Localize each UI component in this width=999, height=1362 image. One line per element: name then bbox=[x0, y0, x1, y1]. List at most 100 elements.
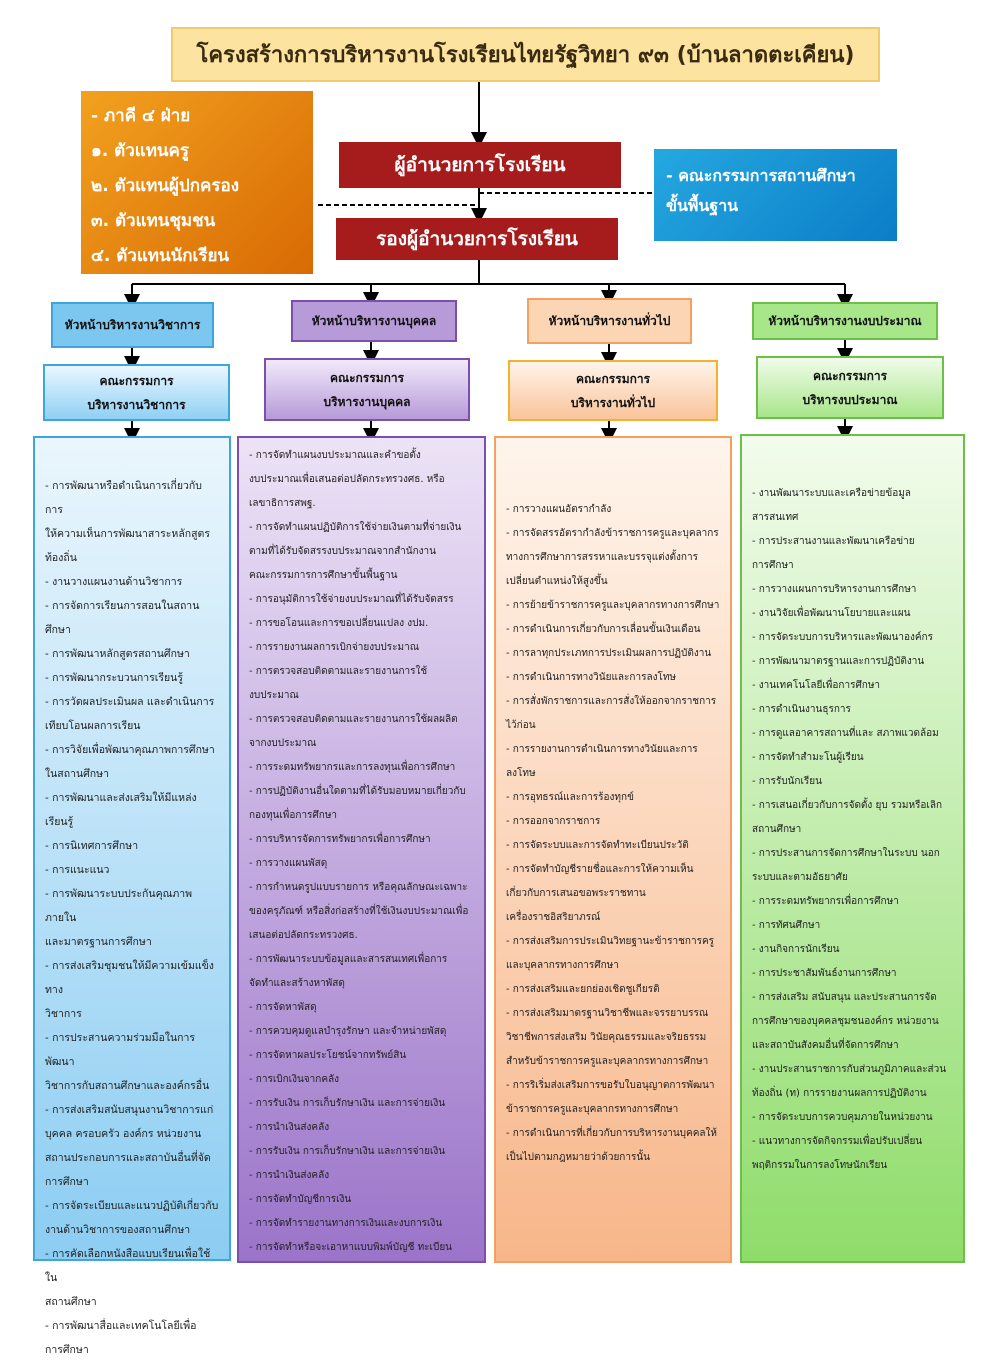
duty-item: - การจัดระบบการบริหารและพัฒนาองค์กร bbox=[752, 632, 933, 643]
duty-item: กองทุนเพื่อการศึกษา bbox=[249, 810, 338, 821]
duty-item: เสนอต่อปลัดกระทรวงศธ. bbox=[249, 930, 358, 941]
duty-item: งบประมาณเพื่อเสนอต่อปลัดกระทรวงศธ. หรือ bbox=[249, 474, 445, 485]
duty-item: - การวัดผลประเมินผล และดำเนินการ bbox=[45, 696, 215, 708]
duty-item: - การพัฒนาและส่งเสริมให้มีแหล่งเรียนรู้ bbox=[45, 792, 197, 828]
duty-item: - การพัฒนากระบวนการเรียนรู้ bbox=[45, 672, 183, 684]
duty-item: ข้าราชการครูและบุคลากรทางการศึกษา bbox=[506, 1104, 679, 1115]
duty-item: - การพัฒนาหลักสูตรสถานศึกษา bbox=[45, 648, 190, 660]
duty-item: ทางการศึกษาการสรรหาและบรรจุแต่งตั้งการ bbox=[506, 552, 698, 563]
duty-item: ให้ความเห็นการพัฒนาสาระหลักสูตร bbox=[45, 528, 211, 540]
duty-item: งานด้านวิชาการของสถานศึกษา bbox=[45, 1224, 191, 1236]
duty-item: ท้องถิ่น bbox=[45, 552, 77, 564]
duty-item: - การบริหารจัดการทรัพยากรเพื่อการศึกษา bbox=[249, 834, 431, 845]
duty-item: - การจัดหาผลประโยชน์จากทรัพย์สิน bbox=[249, 1050, 407, 1061]
duty-item: เปลี่ยนตำแหน่งให้สูงขึ้น bbox=[506, 576, 608, 587]
duty-item: สถานศึกษา bbox=[752, 824, 802, 835]
duty-item: - การประสานงานและพัฒนาเครือข่าย bbox=[752, 536, 915, 547]
duty-item: - การจัดทำบัญชีการเงิน bbox=[249, 1194, 352, 1205]
representative-item: ๒. ตัวแทนผู้ปกครอง bbox=[91, 176, 240, 196]
committee-line: บริหารงบประมาณ bbox=[802, 392, 898, 407]
duty-item: - การรับนักเรียน bbox=[752, 776, 822, 787]
duty-item: - การรายงานผลการเบิกจ่ายงบประมาณ bbox=[249, 642, 419, 653]
duty-item: ของครุภัณฑ์ หรือสิ่งก่อสร้างที่ใช้เงินงบ… bbox=[249, 906, 469, 917]
duty-item: การศึกษา bbox=[45, 1344, 89, 1356]
duty-item: จัดทำและสร้างหาพัสดุ bbox=[249, 978, 345, 989]
duty-item: สำหรับข้าราชการครูและบุคลากรทางการศึกษา bbox=[506, 1056, 709, 1067]
duty-item: ลงโทษ bbox=[506, 768, 536, 779]
duty-item: - การทัศนศึกษา bbox=[752, 920, 821, 931]
duty-item: - การส่งเสริมชุมชนให้มีความเข้มแข็งทาง bbox=[45, 960, 214, 996]
duty-item: ในสถานศึกษา bbox=[45, 768, 109, 780]
duty-item: วิชาการกับสถานศึกษาและองค์กรอื่น bbox=[45, 1080, 210, 1092]
duty-item: - การสั่งพักราชการและการสั่งให้ออกจากราช… bbox=[506, 696, 717, 707]
duty-item: - การพัฒนาระบบประกันคุณภาพภายใน bbox=[45, 888, 193, 924]
duty-item: - การวิจัยเพื่อพัฒนาคุณภาพการศึกษา bbox=[45, 744, 215, 756]
duty-item: การศึกษา bbox=[45, 1176, 89, 1188]
duty-item: - การเสนอเกี่ยวกับการจัดตั้ง ยุบ รวมหรือ… bbox=[752, 800, 943, 811]
duty-item: - การขอโอนและการขอเปลี่ยนแปลง งปม. bbox=[249, 618, 429, 629]
duty-item: ระบบและตามอัธยาศัย bbox=[752, 872, 848, 883]
representative-item: ๔. ตัวแทนนักเรียน bbox=[91, 246, 230, 266]
duty-item: - การจัดทำหรือจะเอาหาแบบพิมพ์บัญชี ทะเบี… bbox=[249, 1242, 453, 1253]
duty-item: - การพัฒนามาตรฐานและการปฏิบัติงาน bbox=[752, 656, 925, 667]
duty-item: ตามที่ได้รับจัดสรรงบประมาณจากสำนักงาน bbox=[249, 546, 437, 557]
representatives-heading: - ภาคี ๔ ฝ่าย bbox=[91, 106, 191, 126]
duty-item: วิชาการ bbox=[45, 1008, 82, 1020]
duties-general: - การวางแผนอัตรากำลัง- การจัดสรรอัตรากำล… bbox=[494, 436, 732, 1263]
duty-item: เทียบโอนผลการเรียน bbox=[45, 720, 141, 732]
deputy-director-box: รองผู้อำนวยการโรงเรียน bbox=[336, 218, 618, 260]
duty-item: เลขาธิการสพฐ. bbox=[249, 498, 316, 509]
committee-line: บริหารงานบุคคล bbox=[323, 394, 411, 409]
duty-item: สถานประกอบการและสถาบันอื่นที่จัด bbox=[45, 1152, 211, 1164]
duty-item: - การดำเนินการเกี่ยวกับการเลื่อนขั้นเงิน… bbox=[506, 624, 701, 635]
duty-item: ท้องถิ่น (ท) การรายงานผลการปฏิบัติงาน bbox=[752, 1088, 927, 1099]
duty-item: - การลาทุกประเภทการประเมินผลการปฏิบัติงา… bbox=[506, 648, 712, 659]
duty-item: การศึกษาของบุคคลชุมชนองค์กร หน่วยงาน bbox=[752, 1016, 939, 1027]
duty-item: - การจัดสรรอัตรากำลังข้าราชการครูและบุคล… bbox=[506, 528, 719, 539]
duty-item: - การประสานความร่วมมือในการพัฒนา bbox=[45, 1032, 196, 1068]
duty-item: - การดูแลอาคารสถานที่และ สภาพแวดล้อม bbox=[752, 728, 939, 739]
duty-item: - การดำเนินการที่เกี่ยวกับการบริหารงานบุ… bbox=[506, 1128, 718, 1139]
duty-item: - การส่งเสริมมาตรฐานวิชาชีพและจรรยาบรรณ bbox=[506, 1008, 709, 1019]
duty-item: และสถาบันสังคมอื่นที่จัดการศึกษา bbox=[752, 1040, 899, 1051]
duty-item: - การตรวจสอบติดตามและรายงานการใช้ bbox=[249, 666, 428, 677]
duty-item: - งานประสานราชการกับส่วนภูมิภาคและส่วน bbox=[752, 1064, 947, 1075]
duty-item: วิชาชีพการส่งเสริม วินัยคุณธรรมและจริยธร… bbox=[506, 1032, 707, 1043]
duty-item: - การตรวจสอบติดตามและรายงานการใช้ผลผลิต bbox=[249, 714, 458, 725]
duty-item: - งานเทคโนโลยีเพื่อการศึกษา bbox=[752, 680, 881, 691]
duty-item: จากงบประมาณ bbox=[249, 738, 317, 749]
duty-item: สารสนเทศ bbox=[752, 512, 799, 523]
duties-budget: - งานพัฒนาระบบและเครือข่ายข้อมูลสารสนเทศ… bbox=[740, 434, 965, 1263]
duty-item: - การนำเงินส่งคลัง bbox=[249, 1170, 330, 1181]
duty-item: - การวางแผนพัสดุ bbox=[249, 858, 328, 869]
director-box: ผู้อำนวยการโรงเรียน bbox=[339, 142, 621, 188]
school-board-line1: - คณะกรรมการสถานศึกษา bbox=[666, 166, 856, 185]
duty-item: การศึกษา bbox=[752, 560, 794, 571]
committee-line: บริหารงานวิชาการ bbox=[87, 397, 186, 412]
duty-item: - การระดมทรัพยากรเพื่อการศึกษา bbox=[752, 896, 899, 907]
duty-item: เครื่องราชอิสริยาภรณ์ bbox=[506, 912, 601, 923]
chart-title: โครงสร้างการบริหารงานโรงเรียนไทยรัฐวิทยา… bbox=[171, 27, 880, 82]
duty-item: - การพัฒนาหรือดำเนินการเกี่ยวกับการ bbox=[45, 480, 202, 516]
duty-item: - การอนุมัติการใช้จ่ายงบประมาณที่ได้รับจ… bbox=[249, 594, 454, 605]
duty-item: - การพัฒนาระบบข้อมูลและสารสนเทศเพื่อการ bbox=[249, 954, 448, 965]
duties-academic: - การพัฒนาหรือดำเนินการเกี่ยวกับการให้คว… bbox=[33, 436, 231, 1356]
duty-item: - การดำเนินการทางวินัยและการลงโทษ bbox=[506, 672, 677, 683]
duty-item: - การย้ายข้าราชการครูและบุคลากรทางการศึก… bbox=[506, 600, 720, 611]
head-general: หัวหน้าบริหารงานทั่วไป bbox=[527, 298, 692, 344]
duty-item: - การรายงานการดำเนินการทางวินัยและการ bbox=[506, 744, 698, 755]
duty-item: - การนำเงินส่งคลัง bbox=[249, 1122, 330, 1133]
duty-item: - การปฏิบัติงานอื่นใดตามที่ได้รับมอบหมาย… bbox=[249, 786, 466, 797]
committee-general: คณะกรรมการ บริหารงานทั่วไป bbox=[508, 360, 718, 421]
duty-item: - งานวิจัยเพื่อพัฒนานโยบายและแผน bbox=[752, 608, 911, 619]
duty-item: - การแนะแนว bbox=[45, 864, 110, 876]
duty-item: - การจัดทำแผนงบประมาณและคำขอตั้ง bbox=[249, 450, 421, 461]
duty-item: - การเบิกเงินจากคลัง bbox=[249, 1074, 340, 1085]
duty-item: - การส่งเสริมและยกย่องเชิดชูเกียรติ bbox=[506, 984, 660, 995]
duty-item: - แนวทางการจัดกิจกรรมเพื่อปรับเปลี่ยน bbox=[752, 1136, 923, 1147]
connector-lines bbox=[124, 82, 853, 444]
committee-line: คณะกรรมการ bbox=[575, 371, 651, 386]
duty-item: - การกำหนดรูปแบบรายการ หรือคุณลักษณะเฉพา… bbox=[249, 882, 468, 893]
duty-item: - การจัดระเบียบและแนวปฏิบัติเกี่ยวกับ bbox=[45, 1200, 219, 1212]
duty-item: พฤติกรรมในการลงโทษนักเรียน bbox=[752, 1160, 888, 1171]
